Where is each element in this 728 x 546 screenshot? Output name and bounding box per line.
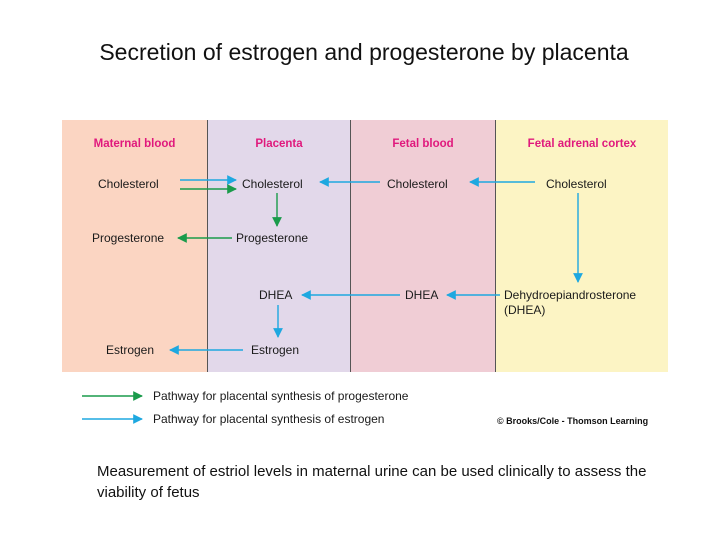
column-fetal-blood: Fetal blood (351, 120, 496, 372)
node-placenta-estrogen: Estrogen (251, 343, 300, 357)
column-fetal-adrenal-cortex: Fetal adrenal cortex (496, 120, 668, 372)
node-adrenal-dhea-abbrev: (DHEA) (504, 303, 546, 317)
column-placenta: Placenta (208, 120, 351, 372)
node-maternal-estrogen: Estrogen (106, 343, 155, 357)
column-header-placenta: Placenta (255, 138, 303, 150)
node-placenta-progesterone: Progesterone (236, 231, 309, 245)
column-header-fetal-blood: Fetal blood (392, 138, 454, 150)
legend-estrogen-label: Pathway for placental synthesis of estro… (153, 412, 385, 426)
placenta-pathway-diagram: Maternal blood Placenta Fetal blood Feta… (62, 120, 668, 372)
node-fetal-cholesterol: Cholesterol (387, 177, 448, 191)
node-maternal-progesterone: Progesterone (92, 231, 165, 245)
node-maternal-cholesterol: Cholesterol (98, 177, 159, 191)
column-header-fetal-adrenal-cortex: Fetal adrenal cortex (527, 138, 637, 150)
node-adrenal-dhea-full: Dehydroepiandrosterone (504, 288, 637, 302)
page-title: Secretion of estrogen and progesterone b… (99, 39, 629, 65)
node-placenta-cholesterol: Cholesterol (242, 177, 303, 191)
node-fetal-dhea: DHEA (405, 288, 439, 302)
node-adrenal-cholesterol: Cholesterol (546, 177, 607, 191)
node-placenta-dhea: DHEA (259, 288, 293, 302)
copyright-credit: © Brooks/Cole - Thomson Learning (497, 416, 649, 426)
caption-text: Measurement of estriol levels in materna… (97, 463, 647, 501)
column-header-maternal-blood: Maternal blood (93, 138, 176, 150)
legend-progesterone-label: Pathway for placental synthesis of proge… (153, 389, 409, 403)
column-maternal-blood: Maternal blood (62, 120, 208, 372)
